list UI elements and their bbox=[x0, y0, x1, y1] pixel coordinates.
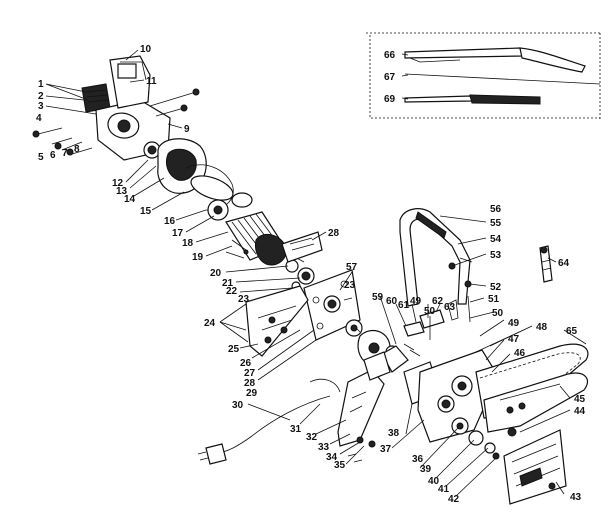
callout-18: 18 bbox=[182, 238, 194, 249]
callout-40: 40 bbox=[428, 476, 440, 487]
callout-59: 59 bbox=[372, 292, 384, 303]
callout-8: 8 bbox=[74, 144, 80, 155]
leader-lines bbox=[45, 49, 587, 497]
callout-42: 42 bbox=[448, 494, 460, 505]
callout-19: 19 bbox=[192, 252, 204, 263]
callout-64: 64 bbox=[558, 258, 570, 269]
callout-60: 60 bbox=[386, 296, 398, 307]
callout-62: 62 bbox=[432, 296, 444, 307]
callout-28a: 28 bbox=[328, 228, 340, 239]
power-cord-30 bbox=[197, 378, 341, 465]
file-tool-69 bbox=[404, 94, 541, 105]
callout-66: 66 bbox=[384, 50, 396, 61]
inset-tools-group bbox=[366, 32, 601, 120]
callout-7: 7 bbox=[62, 148, 68, 159]
callout-49a: 49 bbox=[410, 296, 422, 307]
callout-34: 34 bbox=[326, 452, 338, 463]
callout-61: 61 bbox=[398, 300, 410, 311]
callout-38: 38 bbox=[388, 428, 400, 439]
callout-65: 65 bbox=[566, 326, 578, 337]
callout-27: 27 bbox=[244, 368, 256, 379]
callout-52: 52 bbox=[490, 282, 502, 293]
callout-25: 25 bbox=[228, 344, 240, 355]
callout-13: 13 bbox=[116, 186, 128, 197]
callout-30: 30 bbox=[232, 400, 244, 411]
callout-45: 45 bbox=[574, 394, 586, 405]
callout-23b: 23 bbox=[344, 280, 356, 291]
chain-cover-group bbox=[451, 417, 567, 505]
callout-63: 63 bbox=[444, 302, 456, 313]
callout-50a: 50 bbox=[424, 306, 436, 317]
callout-15: 15 bbox=[140, 206, 152, 217]
callout-23a: 23 bbox=[238, 294, 250, 305]
gear-housing-group bbox=[417, 349, 499, 443]
callout-9: 9 bbox=[184, 124, 190, 135]
callout-28b: 28 bbox=[244, 378, 256, 389]
callout-35: 35 bbox=[334, 460, 346, 471]
callout-17: 17 bbox=[172, 228, 184, 239]
callout-67: 67 bbox=[384, 72, 396, 83]
callout-22: 22 bbox=[226, 286, 238, 297]
callout-48: 48 bbox=[536, 322, 548, 333]
callout-labels: 1 2 3 4 5 6 7 8 9 10 11 12 13 14 15 16 1… bbox=[36, 44, 586, 505]
callout-10: 10 bbox=[140, 44, 152, 55]
callout-24: 24 bbox=[204, 318, 216, 329]
callout-44: 44 bbox=[574, 406, 586, 417]
callout-36: 36 bbox=[412, 454, 424, 465]
callout-26: 26 bbox=[240, 358, 252, 369]
callout-3: 3 bbox=[38, 101, 44, 112]
callout-53: 53 bbox=[490, 250, 502, 261]
callout-57: 57 bbox=[346, 262, 358, 273]
callout-6: 6 bbox=[50, 150, 56, 161]
callout-11: 11 bbox=[146, 76, 157, 87]
callout-33: 33 bbox=[318, 442, 330, 453]
callout-55: 55 bbox=[490, 218, 502, 229]
callout-14: 14 bbox=[124, 194, 136, 205]
callout-47: 47 bbox=[508, 334, 520, 345]
bolt-64 bbox=[539, 245, 553, 283]
front-handle-group bbox=[399, 208, 473, 307]
callout-39: 39 bbox=[420, 464, 432, 475]
callout-54: 54 bbox=[490, 234, 502, 245]
callout-69: 69 bbox=[384, 94, 396, 105]
callout-29: 29 bbox=[246, 388, 258, 399]
callout-1: 1 bbox=[38, 79, 44, 90]
callout-51: 51 bbox=[488, 294, 500, 305]
trigger-group bbox=[337, 351, 441, 463]
callout-56: 56 bbox=[490, 204, 502, 215]
sprocket-group bbox=[345, 295, 471, 373]
gearbox-group bbox=[245, 231, 361, 357]
callout-5: 5 bbox=[38, 152, 44, 163]
callout-32: 32 bbox=[306, 432, 318, 443]
field-assembly-group bbox=[143, 138, 234, 211]
callout-43: 43 bbox=[570, 492, 582, 503]
armature-group bbox=[207, 192, 305, 266]
callout-50b: 50 bbox=[492, 308, 504, 319]
callout-12: 12 bbox=[112, 178, 124, 189]
callout-37: 37 bbox=[380, 444, 392, 455]
callout-31: 31 bbox=[290, 424, 302, 435]
callout-46: 46 bbox=[514, 348, 526, 359]
guide-bar-group bbox=[475, 343, 589, 437]
file-tool-66 bbox=[404, 47, 586, 73]
callout-2: 2 bbox=[38, 91, 44, 102]
callout-41: 41 bbox=[438, 484, 450, 495]
callout-4: 4 bbox=[36, 113, 42, 124]
callout-16: 16 bbox=[164, 216, 176, 227]
callout-21: 21 bbox=[222, 278, 234, 289]
callout-49b: 49 bbox=[508, 318, 520, 329]
callout-20: 20 bbox=[210, 268, 222, 279]
rod-67 bbox=[404, 73, 601, 85]
